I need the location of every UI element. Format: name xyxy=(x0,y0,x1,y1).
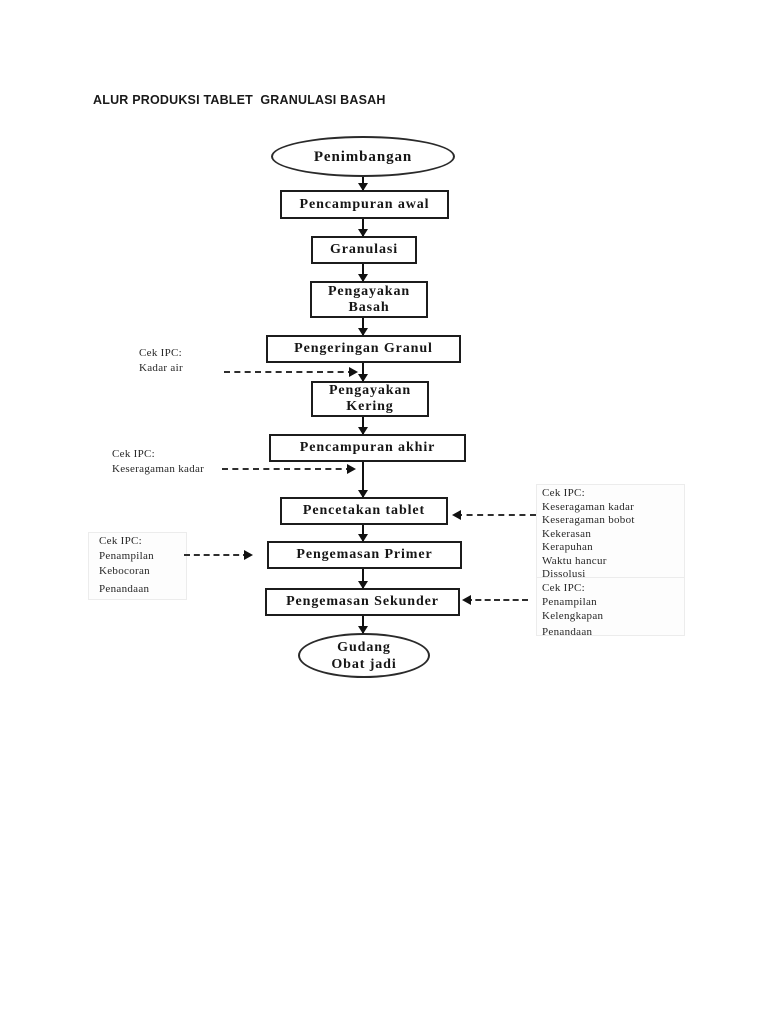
node-gudang-obat-jadi: Gudang Obat jadi xyxy=(298,633,430,678)
annotation-line: Cek IPC: xyxy=(99,535,143,547)
annotation-line: Penampilan xyxy=(542,596,597,608)
annotation-ipc-keseragaman-kadar: Cek IPC: Keseragaman kadar xyxy=(112,447,204,477)
annotation-ipc-pencetakan-tablet: Cek IPC: Keseragaman kadar Keseragaman b… xyxy=(542,487,635,582)
node-pengemasan-primer: Pengemasan Primer xyxy=(267,541,462,569)
dashed-arrow-pengemasan-primer xyxy=(184,550,253,560)
flow-arrow-down xyxy=(362,264,364,281)
node-granulasi: Granulasi xyxy=(311,236,417,264)
flow-arrow-down xyxy=(362,417,364,434)
annotation-line: Waktu hancur xyxy=(542,554,607,567)
node-pengeringan-granul: Pengeringan Granul xyxy=(266,335,461,363)
flow-arrow-down xyxy=(362,318,364,335)
page-title: ALUR PRODUKSI TABLET GRANULASI BASAH xyxy=(93,93,386,107)
annotation-ipc-kadar-air: Cek IPC: Kadar air xyxy=(139,346,183,376)
node-pengayakan-basah: Pengayakan Basah xyxy=(310,281,428,318)
node-pengayakan-kering: Pengayakan Kering xyxy=(311,381,429,417)
flow-arrow-down xyxy=(362,462,364,497)
annotation-line: Penampilan xyxy=(99,550,154,562)
annotation-line: Kerapuhan xyxy=(542,541,593,553)
annotation-line: Cek IPC: xyxy=(112,448,156,460)
annotation-ipc-pengemasan-sekunder: Cek IPC: Penampilan Kelengkapan Penandaa… xyxy=(542,581,603,639)
flow-arrow-down xyxy=(362,219,364,236)
dashed-arrow-pengemasan-sekunder xyxy=(462,595,528,605)
annotation-line: Cek IPC: xyxy=(542,487,586,499)
dashed-arrow-kadar-air xyxy=(224,367,358,377)
annotation-line: Keseragaman bobot xyxy=(542,514,635,526)
flow-arrow-down xyxy=(362,525,364,541)
annotation-frame xyxy=(536,577,685,636)
annotation-line: Kadar air xyxy=(139,362,183,374)
dashed-arrow-pencetakan-tablet xyxy=(452,510,536,520)
annotation-line: Penandaan xyxy=(542,626,593,638)
annotation-line: Keseragaman kadar xyxy=(542,500,635,513)
annotation-line: Cek IPC: xyxy=(139,347,183,359)
node-pencetakan-tablet: Pencetakan tablet xyxy=(280,497,448,525)
node-pencampuran-awal: Pencampuran awal xyxy=(280,190,449,219)
annotation-line: Kebocoran xyxy=(99,565,150,577)
flow-arrow-down xyxy=(362,569,364,588)
annotation-line: Dissolusi xyxy=(542,568,586,580)
node-pengemasan-sekunder: Pengemasan Sekunder xyxy=(265,588,460,616)
annotation-line: Kekerasan xyxy=(542,527,592,540)
flow-arrow-down xyxy=(362,363,364,381)
annotation-line: Keseragaman kadar xyxy=(112,463,205,475)
annotation-frame xyxy=(536,484,685,579)
annotation-frame xyxy=(88,532,187,600)
annotation-line: Cek IPC: xyxy=(542,582,586,594)
flow-arrow-down xyxy=(362,616,364,633)
node-pencampuran-akhir: Pencampuran akhir xyxy=(269,434,466,462)
annotation-line: Kelengkapan xyxy=(542,610,604,622)
node-penimbangan: Penimbangan xyxy=(271,136,455,177)
annotation-ipc-pengemasan-primer: Cek IPC: Penampilan Kebocoran Penandaan xyxy=(99,534,154,597)
flow-arrow-down xyxy=(362,177,364,190)
annotation-line: Penandaan xyxy=(99,583,150,595)
dashed-arrow-keseragaman-kadar xyxy=(222,464,356,474)
